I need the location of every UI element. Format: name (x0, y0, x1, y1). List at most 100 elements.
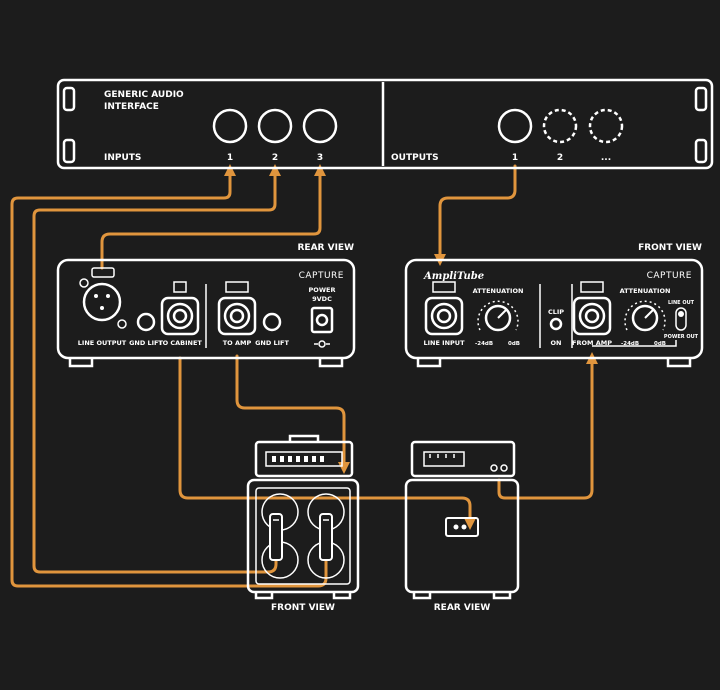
amp-stack-rear (404, 440, 520, 600)
amp-rear-view-label: REAR VIEW (434, 603, 491, 613)
front-unit-chassis (404, 258, 704, 360)
attenuation-1-max: 0dB (508, 341, 520, 347)
attenuation-2-min: -24dB (621, 341, 639, 347)
to-amp-label: TO AMP (223, 339, 252, 347)
power-out-label: POWER OUT (664, 334, 699, 340)
cable-output1-line-input (438, 164, 517, 258)
output-number-1: 1 (512, 153, 518, 163)
input-jack-3[interactable] (302, 108, 338, 144)
gnd-lift-1-label: GND LIFT (129, 339, 163, 347)
microphone-1 (269, 513, 283, 561)
rear-unit-brand: CAPTURE (299, 271, 344, 281)
attenuation-knob-2[interactable] (631, 304, 659, 332)
cable-input2-mic (32, 166, 278, 574)
input-number-2: 2 (272, 153, 278, 163)
to-cabinet-jack[interactable] (166, 302, 194, 330)
amp-speaker-out-jack[interactable] (490, 464, 498, 472)
amp-head-handle (288, 434, 320, 442)
attenuation-knob-1[interactable] (484, 304, 512, 332)
gnd-lift-2-label: GND LIFT (255, 339, 289, 347)
rear-unit-view-label: REAR VIEW (298, 243, 355, 253)
rack-ear-hole-tl (62, 86, 76, 112)
amp-stack-front (246, 434, 360, 600)
cabinet-grille (255, 487, 351, 585)
amp-head-front (254, 440, 354, 478)
output-jack-more[interactable] (588, 108, 624, 144)
amplitube-logo: AmpliTube (423, 271, 484, 282)
output-number-more: ... (601, 153, 611, 163)
rear-unit-chassis (56, 258, 356, 360)
audio-interface (56, 78, 714, 170)
from-amp-bracket (592, 340, 677, 347)
attenuation-1-label: ATTENUATION (473, 287, 524, 295)
amp-tubes (423, 451, 465, 467)
to-amp-jack[interactable] (223, 302, 251, 330)
front-unit-view-label: FRONT VIEW (638, 243, 702, 253)
rack-ear-hole-br (694, 138, 708, 164)
amp-icon (225, 281, 249, 293)
microphone-2 (319, 513, 333, 561)
gnd-lift-2-switch[interactable] (262, 312, 282, 332)
power-jack[interactable] (310, 306, 334, 334)
to-cabinet-label: TO CABINET (158, 339, 202, 347)
attenuation-scale-1 (477, 300, 519, 331)
cable-to-cabinet (178, 356, 472, 522)
power-label-line2: 9VDC (312, 295, 332, 303)
interface-title-line2: INTERFACE (104, 102, 159, 112)
cable-input3-line-output (100, 166, 322, 270)
cabinet-rear-feet (412, 592, 512, 600)
power-label-line1: POWER (309, 286, 336, 294)
xlr-pin-diagram (91, 267, 115, 278)
gnd-lift-1-switch[interactable] (136, 312, 156, 332)
rear-unit-feet (68, 358, 344, 368)
input-number-3: 3 (317, 153, 323, 163)
clip-label: CLIP (548, 308, 564, 316)
front-unit-feet (416, 358, 692, 368)
from-amp-icon (580, 281, 604, 293)
to-cabinet-jack-housing (160, 296, 200, 336)
microphones (269, 513, 333, 561)
attenuation-1-min: -24dB (475, 341, 493, 347)
from-amp-jack[interactable] (578, 302, 606, 330)
cabinet-front-feet (254, 592, 352, 600)
front-unit-brand: CAPTURE (647, 271, 692, 281)
cabinet-view-label: FRONT VIEW (271, 603, 335, 613)
line-power-out-toggle[interactable] (675, 307, 687, 331)
line-output-label: LINE OUTPUT (78, 339, 127, 347)
amp-head-rear (410, 440, 516, 478)
attenuation-2-max: 0dB (654, 341, 666, 347)
input-number-1: 1 (227, 153, 233, 163)
from-amp-jack-housing (572, 296, 612, 336)
xlr-screw-top (79, 278, 89, 288)
output-jack-2[interactable] (542, 108, 578, 144)
line-input-jack[interactable] (430, 302, 458, 330)
front-capture-unit (404, 258, 704, 368)
cable-amp-to-from-amp (497, 356, 594, 500)
cable-input1-mic (10, 166, 328, 588)
guitar-cabinet-front (246, 478, 360, 594)
input-jack-1[interactable] (212, 108, 248, 144)
output-jack-1[interactable] (497, 108, 533, 144)
attenuation-scale-2 (624, 300, 666, 331)
xlr-line-output-jack[interactable] (82, 282, 122, 322)
interface-chassis (56, 78, 714, 170)
cabinet-icon (173, 281, 187, 293)
inputs-label: INPUTS (104, 153, 141, 163)
cabinet-rear (404, 478, 520, 594)
line-input-label: LINE INPUT (423, 339, 465, 347)
outputs-label: OUTPUTS (391, 153, 439, 163)
amp-head-panel (265, 451, 343, 467)
cable-to-amp (235, 354, 346, 466)
line-input-icon (432, 281, 456, 293)
attenuation-2-label: ATTENUATION (620, 287, 671, 295)
input-jack-2[interactable] (257, 108, 293, 144)
from-amp-label: FROM AMP (572, 339, 612, 347)
xlr-screw-bottom (117, 319, 127, 329)
rack-ear-hole-bl (62, 138, 76, 164)
cabinet-input-plate (445, 517, 479, 537)
interface-title-line1: GENERIC AUDIO (104, 90, 184, 100)
cables (10, 164, 594, 588)
output-number-2: 2 (557, 153, 563, 163)
